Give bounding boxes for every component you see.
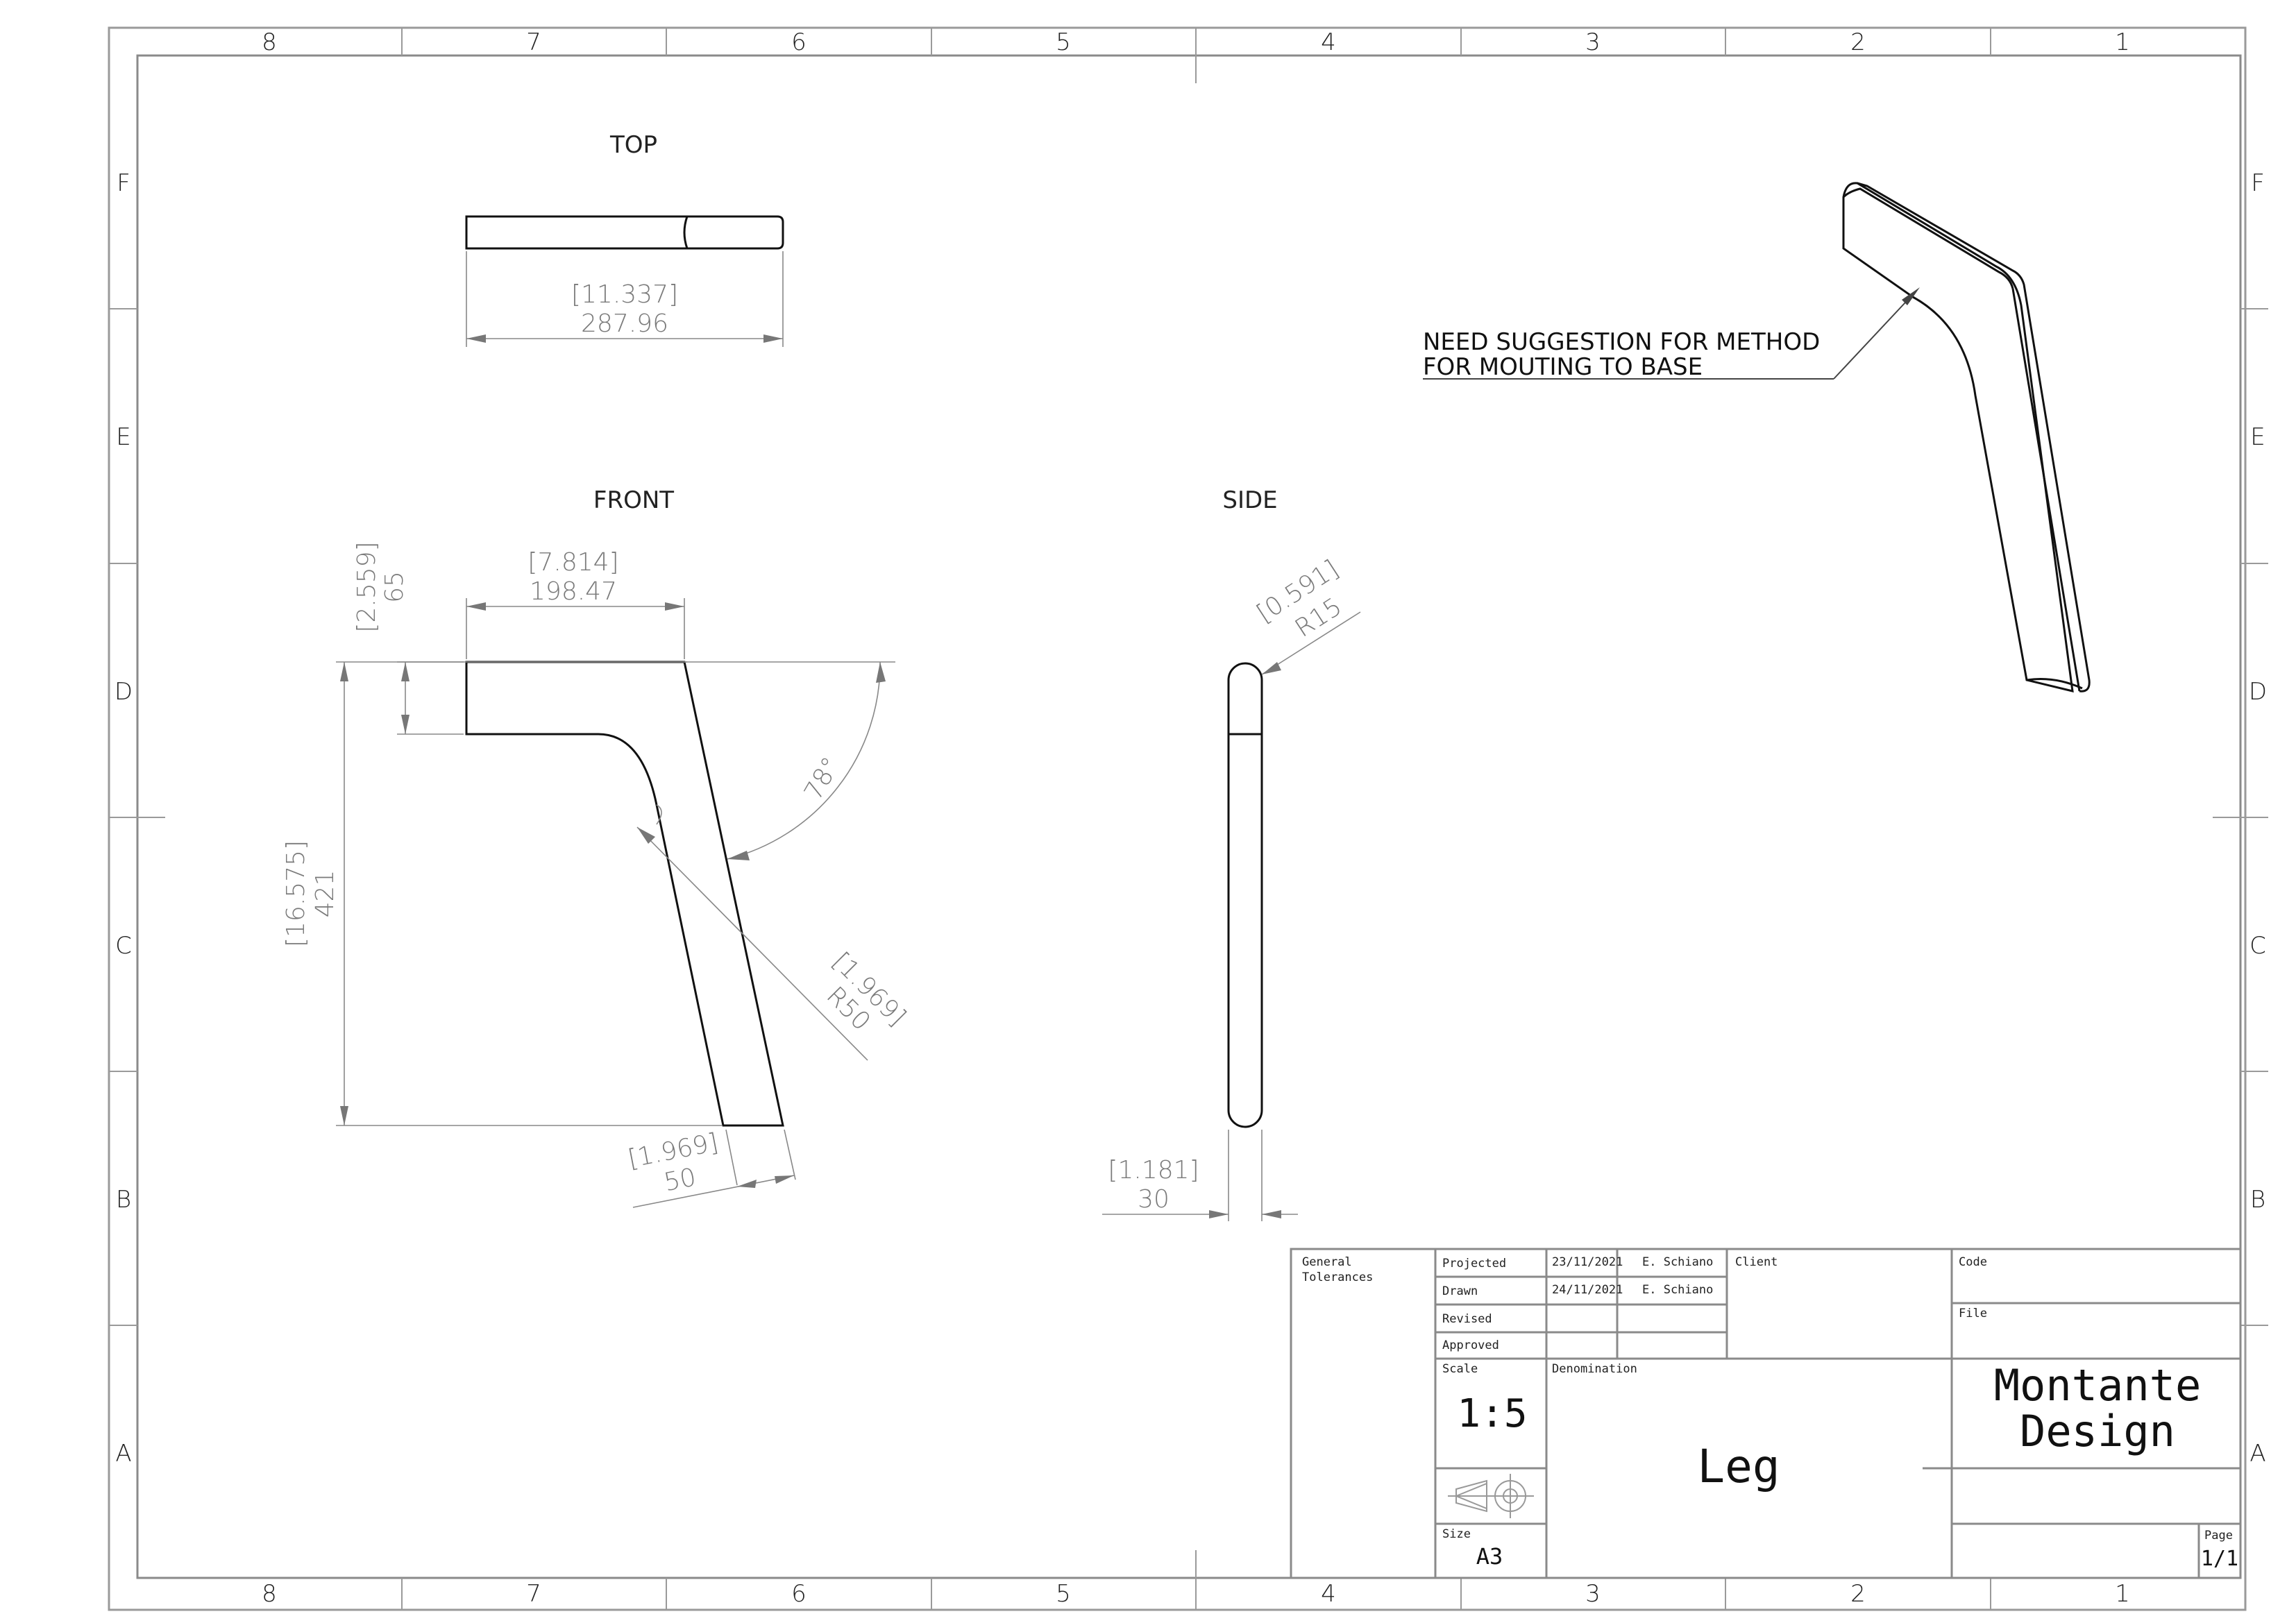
zone-col-bottom-4: 4: [1321, 1580, 1336, 1608]
zone-col-bottom-6: 6: [791, 1580, 807, 1608]
front-top-inch-label: [2.559]: [353, 541, 381, 632]
zone-row-right-C: C: [2249, 932, 2266, 960]
zone-row-right-B: B: [2250, 1186, 2265, 1214]
view-label-side: SIDE: [1222, 486, 1277, 514]
zone-col-top-6: 6: [791, 28, 807, 56]
scale-label: Scale: [1442, 1362, 1478, 1376]
zone-col-top-1: 1: [2115, 28, 2130, 56]
note-line-1: NEED SUGGESTION FOR METHOD: [1423, 328, 1820, 356]
company-name-line-2: Design: [2020, 1406, 2175, 1456]
zone-row-left-F: F: [117, 169, 130, 197]
zone-col-top-7: 7: [526, 28, 541, 56]
front-radius-dimension: [636, 804, 868, 1061]
zone-row-left-E: E: [116, 423, 130, 451]
side-view-part: [1227, 662, 1263, 1128]
page-value: 1/1: [2201, 1547, 2238, 1571]
front-angle-label: 78°: [799, 752, 845, 805]
front-top-mm-label: 65: [380, 571, 409, 603]
drawn-label: Drawn: [1442, 1284, 1478, 1298]
front-width-inch-label: [7.814]: [527, 548, 618, 577]
projected-date: 23/11/2021: [1552, 1255, 1623, 1269]
front-height-inch-label: [16.575]: [282, 840, 310, 947]
projection-symbol: [1448, 1474, 1534, 1518]
zone-col-bottom-1: 1: [2115, 1580, 2130, 1608]
zone-row-left-A: A: [115, 1440, 131, 1468]
zone-row-left-B: B: [116, 1186, 131, 1214]
top-view-part: [465, 215, 784, 250]
projected-label: Projected: [1442, 1257, 1506, 1271]
denomination-value: Leg: [1697, 1440, 1780, 1493]
page-label: Page: [2204, 1529, 2233, 1543]
zone-row-right-D: D: [2249, 678, 2267, 706]
zone-row-right-A: A: [2249, 1440, 2265, 1468]
drawn-date: 24/11/2021: [1552, 1283, 1623, 1297]
note-leader: [1423, 287, 1920, 380]
side-width-dimension: [1102, 1130, 1298, 1221]
approved-label: Approved: [1442, 1339, 1499, 1352]
zone-col-top-8: 8: [262, 28, 277, 56]
zone-col-bottom-8: 8: [262, 1580, 277, 1608]
title-block: [1290, 1248, 2242, 1579]
zone-col-bottom-7: 7: [526, 1580, 541, 1608]
client-label: Client: [1735, 1255, 1778, 1269]
front-height-mm-label: 421: [311, 870, 339, 918]
zone-row-right-E: E: [2250, 423, 2265, 451]
outer-border: [108, 26, 2247, 1611]
zone-col-bottom-3: 3: [1585, 1580, 1601, 1608]
side-width-mm-label: 30: [1138, 1185, 1170, 1214]
front-width-dimension: [466, 598, 685, 659]
zone-col-top-5: 5: [1056, 28, 1071, 56]
company-name-line-1: Montante: [1994, 1360, 2202, 1411]
code-label: Code: [1959, 1255, 1987, 1269]
size-value: A3: [1476, 1543, 1503, 1570]
inner-border: [136, 54, 2242, 1579]
projected-by: E. Schiano: [1642, 1255, 1713, 1269]
drawn-by: E. Schiano: [1642, 1283, 1713, 1297]
zone-row-right-F: F: [2251, 169, 2265, 197]
top-width-mm-label: 287.96: [581, 309, 668, 338]
zone-col-top-4: 4: [1321, 28, 1336, 56]
top-width-dimension: [466, 251, 784, 347]
view-label-front: FRONT: [593, 486, 674, 514]
zone-row-left-C: C: [115, 932, 132, 960]
front-foot-mm-label: 50: [661, 1163, 698, 1197]
front-foot-dimension: [632, 1129, 796, 1208]
file-label: File: [1959, 1307, 1987, 1320]
zone-col-top-3: 3: [1585, 28, 1601, 56]
zone-col-bottom-2: 2: [1850, 1580, 1866, 1608]
front-angle-dimension: [727, 661, 886, 860]
note-line-2: FOR MOUTING TO BASE: [1423, 353, 1703, 381]
scale-value: 1:5: [1457, 1391, 1527, 1436]
zone-col-top-2: 2: [1850, 28, 1866, 56]
side-width-inch-label: [1.181]: [1108, 1156, 1199, 1184]
top-width-inch-label: [11.337]: [571, 280, 678, 309]
size-label: Size: [1442, 1527, 1471, 1541]
zone-row-left-D: D: [115, 678, 133, 706]
isometric-view-part: [1842, 182, 2091, 692]
view-label-top: TOP: [609, 131, 657, 159]
general-tolerances-label-1: General: [1302, 1255, 1352, 1269]
revised-label: Revised: [1442, 1312, 1492, 1326]
front-top-thickness-dimension: [397, 661, 464, 735]
front-height-dimension: [336, 661, 895, 1126]
side-radius-dimension: [1261, 611, 1361, 675]
zone-dividers: [109, 28, 2268, 1610]
front-width-mm-label: 198.47: [530, 577, 617, 606]
denomination-label: Denomination: [1552, 1362, 1637, 1376]
zone-col-bottom-5: 5: [1056, 1580, 1071, 1608]
general-tolerances-label-2: Tolerances: [1302, 1271, 1373, 1284]
front-view-part: [465, 661, 784, 1127]
